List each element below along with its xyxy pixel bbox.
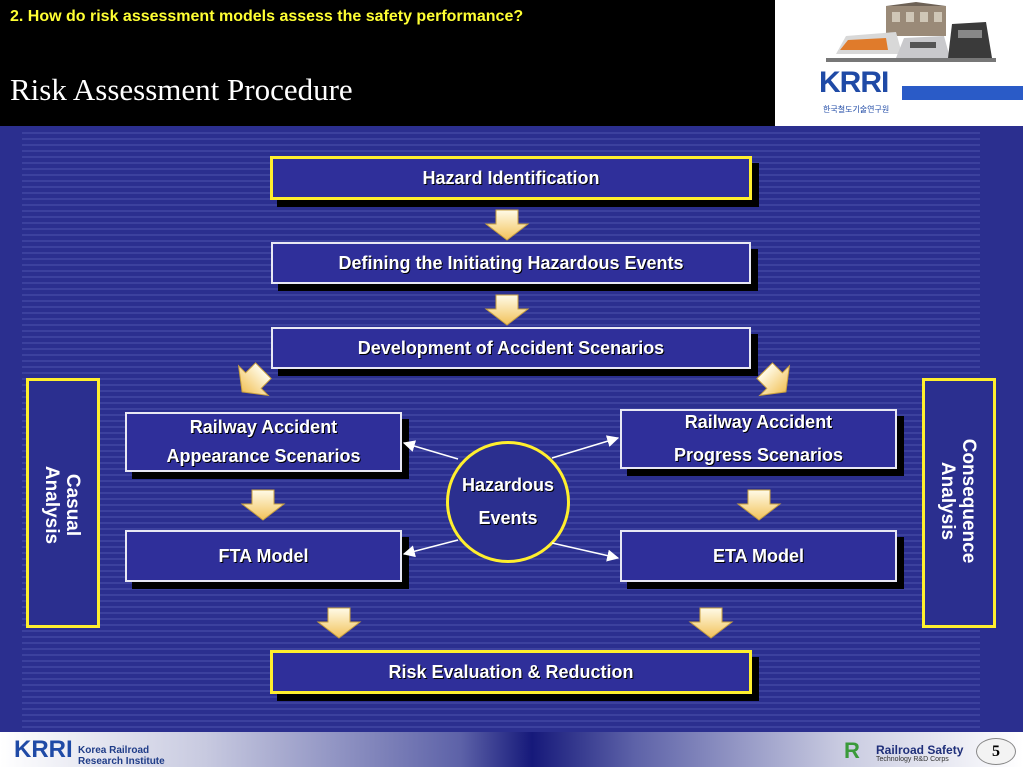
progress-line1: Railway Accident — [684, 412, 833, 432]
footer-org-name: Korea Railroad Research Institute — [78, 745, 188, 767]
connector-to-eta — [551, 542, 620, 562]
casual-analysis-panel — [26, 378, 100, 628]
connector-to-appearance — [402, 440, 459, 460]
hazard-identification-box: Hazard Identification — [270, 156, 752, 200]
fta-model-box: FTA Model — [125, 530, 402, 582]
krri-logo: KRRI 한국철도기술연구원 — [815, 66, 899, 118]
down-arrow-right-icon — [736, 489, 782, 521]
slide-title: Risk Assessment Procedure — [10, 72, 353, 107]
down-arrow-bottom-right-icon — [688, 607, 734, 639]
krri-logo-text: KRRI — [819, 66, 889, 99]
eta-model-box: ETA Model — [620, 530, 897, 582]
page-number: 5 — [976, 738, 1016, 765]
progress-line2: Progress Scenarios — [673, 445, 844, 465]
diag-arrow-left-icon — [237, 362, 272, 397]
risk-evaluation-box: Risk Evaluation & Reduction — [270, 650, 752, 694]
hazardous-events-circle: Hazardous Events — [446, 441, 570, 563]
down-arrow-2-icon — [484, 294, 530, 326]
appearance-line1: Railway Accident — [189, 417, 338, 437]
appearance-scenarios-box: Railway Accident Appearance Scenarios — [125, 412, 402, 472]
down-arrow-bottom-left-icon — [316, 607, 362, 639]
consequence-analysis-panel — [922, 378, 996, 628]
hazardous-line1: Hazardous — [461, 475, 555, 495]
footer-rs-subtitle: Technology R&D Corps — [876, 756, 949, 763]
appearance-line2: Appearance Scenarios — [166, 446, 361, 466]
footer-org-line2: Research Institute — [78, 756, 165, 767]
footer-bar — [0, 732, 1023, 767]
progress-scenarios-box: Railway Accident Progress Scenarios — [620, 409, 897, 469]
hazardous-line2: Events — [478, 508, 538, 528]
connector-to-progress — [551, 435, 620, 459]
down-arrow-1-icon — [484, 209, 530, 241]
train-illustration-icon — [826, 2, 996, 62]
railroad-safety-logo-icon: R — [844, 738, 860, 763]
krri-korean-name: 한국철도기술연구원 — [823, 105, 890, 114]
header-stripe-right — [902, 86, 1023, 100]
footer-org-line1: Korea Railroad — [78, 745, 150, 756]
initiating-events-box: Defining the Initiating Hazardous Events — [271, 242, 751, 284]
footer-railroad-safety: Railroad Safety — [876, 743, 964, 757]
down-arrow-left-icon — [240, 489, 286, 521]
accident-scenarios-box: Development of Accident Scenarios — [271, 327, 751, 369]
connector-to-fta — [402, 539, 459, 558]
header-bar: 2. How do risk assessment models assess … — [0, 0, 775, 126]
diag-arrow-right-icon — [756, 362, 791, 397]
slide-subtitle: 2. How do risk assessment models assess … — [10, 8, 524, 25]
footer-krri-logo: KRRI — [14, 736, 73, 763]
